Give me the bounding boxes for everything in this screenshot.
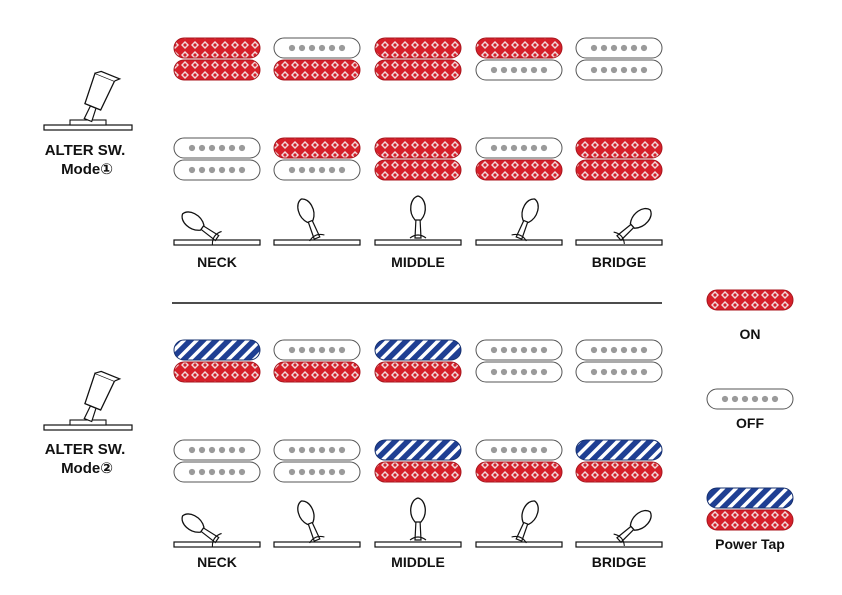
humbucker-combo-2	[273, 137, 361, 181]
legend-power-tap-swatch-lower	[706, 509, 794, 531]
pickup-coil-upper	[475, 37, 563, 59]
legend-label-off: OFF	[736, 415, 764, 431]
pickup-coil-lower	[475, 59, 563, 81]
pickup-coil-lower	[475, 461, 563, 483]
pickup-coil-upper	[475, 439, 563, 461]
pickup-coil-lower	[575, 361, 663, 383]
alter-switch-icon	[43, 370, 133, 431]
humbucker-combo-4	[475, 439, 563, 483]
humbucker-position-1	[173, 37, 261, 81]
humbucker-position-5	[575, 339, 663, 383]
selector-label-neck: NECK	[197, 254, 237, 270]
humbucker-combo-3	[374, 439, 462, 483]
selector-switch-icon	[575, 207, 663, 246]
alter-switch-mode1-label-line2: Mode①	[61, 161, 113, 178]
pickup-coil-lower	[173, 159, 261, 181]
legend-power-tap-swatch-upper	[706, 487, 794, 509]
alter-switch-mode2-label-line1: ALTER SW.	[45, 441, 126, 458]
pickup-coil-upper	[475, 137, 563, 159]
legend-label-power-tap: Power Tap	[715, 536, 785, 552]
pickup-coil-lower	[575, 461, 663, 483]
pickup-coil-lower	[475, 361, 563, 383]
pickup-coil-upper	[575, 439, 663, 461]
humbucker-position-2	[273, 339, 361, 383]
alter-switch-mode1-label-line1: ALTER SW.	[45, 142, 126, 159]
pickup-coil-upper	[273, 439, 361, 461]
selector-switch-icon	[273, 500, 361, 548]
pickup-coil-upper	[575, 37, 663, 59]
pickup-coil-lower	[575, 159, 663, 181]
pickup-coil-upper	[374, 339, 462, 361]
selector-label-bridge: BRIDGE	[592, 254, 646, 270]
pickup-coil-lower	[173, 59, 261, 81]
legend-label-on: ON	[740, 326, 761, 342]
legend-off-swatch	[706, 388, 794, 410]
humbucker-combo-5	[575, 439, 663, 483]
humbucker-position-4	[475, 37, 563, 81]
humbucker-combo-2	[273, 439, 361, 483]
pickup-coil-lower	[575, 59, 663, 81]
selector-label-neck: NECK	[197, 554, 237, 570]
humbucker-position-3	[374, 37, 462, 81]
pickup-coil-lower	[374, 159, 462, 181]
pickup-coil-upper	[173, 339, 261, 361]
pickup-coil-lower	[475, 159, 563, 181]
selector-switch-icon	[273, 198, 361, 246]
pickup-coil-upper	[374, 137, 462, 159]
selector-switch-icon	[374, 497, 462, 548]
pickup-coil-lower	[273, 461, 361, 483]
selector-label-middle: MIDDLE	[391, 554, 445, 570]
pickup-coil-upper	[273, 137, 361, 159]
humbucker-position-1	[173, 339, 261, 383]
humbucker-position-2	[273, 37, 361, 81]
pickup-coil-lower	[273, 361, 361, 383]
selector-switch-icon	[475, 198, 563, 246]
pickup-coil-lower	[173, 361, 261, 383]
pickup-coil-upper	[475, 339, 563, 361]
selector-switch-icon	[173, 211, 261, 246]
pickup-coil-upper	[273, 339, 361, 361]
humbucker-combo-3	[374, 137, 462, 181]
alter-switch-mode2-label-line2: Mode②	[61, 460, 113, 477]
pickup-coil-upper	[374, 37, 462, 59]
pickup-coil-upper	[575, 137, 663, 159]
pickup-coil-upper	[273, 37, 361, 59]
humbucker-combo-5	[575, 137, 663, 181]
pickup-coil-upper	[374, 439, 462, 461]
pickup-coil-lower	[374, 59, 462, 81]
selector-label-bridge: BRIDGE	[592, 554, 646, 570]
pickup-coil-upper	[173, 439, 261, 461]
humbucker-position-3	[374, 339, 462, 383]
humbucker-combo-1	[173, 439, 261, 483]
pickup-coil-lower	[374, 461, 462, 483]
pickup-coil-lower	[273, 159, 361, 181]
selector-switch-icon	[374, 195, 462, 246]
pickup-coil-upper	[575, 339, 663, 361]
humbucker-combo-4	[475, 137, 563, 181]
humbucker-combo-1	[173, 137, 261, 181]
pickup-coil-upper	[173, 137, 261, 159]
pickup-coil-upper	[173, 37, 261, 59]
pickup-coil-lower	[173, 461, 261, 483]
humbucker-position-5	[575, 37, 663, 81]
alter-switch-icon	[43, 70, 133, 131]
selector-switch-icon	[575, 509, 663, 548]
pickup-coil-lower	[273, 59, 361, 81]
selector-switch-icon	[173, 513, 261, 548]
selector-switch-icon	[475, 500, 563, 548]
legend-on-swatch	[706, 289, 794, 311]
selector-label-middle: MIDDLE	[391, 254, 445, 270]
pickup-coil-lower	[374, 361, 462, 383]
humbucker-position-4	[475, 339, 563, 383]
